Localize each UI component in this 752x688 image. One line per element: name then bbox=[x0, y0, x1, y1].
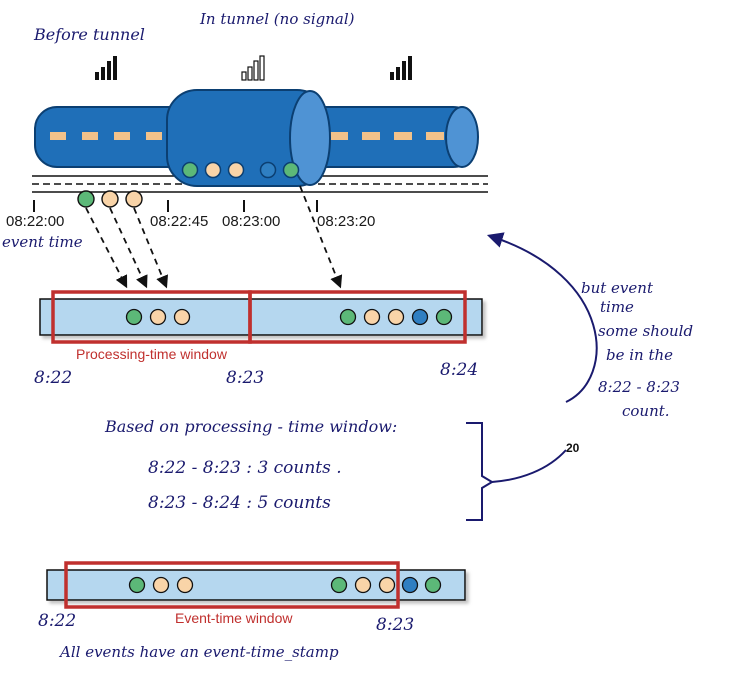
bracket-link bbox=[491, 449, 567, 483]
delivery-arrows bbox=[85, 185, 343, 289]
count-bracket bbox=[466, 422, 494, 521]
tunnel-middle bbox=[166, 89, 331, 187]
event-dot bbox=[101, 190, 119, 208]
window-end-label: 8:24 bbox=[440, 360, 478, 380]
window-mid-label: 8:23 bbox=[226, 368, 264, 388]
svg-text:time: time bbox=[600, 298, 634, 316]
event-dot bbox=[339, 308, 357, 326]
page-number: 20 bbox=[566, 441, 580, 455]
curved-note-arrow bbox=[486, 232, 598, 403]
event-dot bbox=[363, 308, 381, 326]
processing-window-label: Processing-time window bbox=[76, 346, 228, 362]
event-dot bbox=[125, 308, 143, 326]
event-dot bbox=[227, 161, 245, 179]
svg-text:but event: but event bbox=[581, 279, 654, 297]
event-dot bbox=[411, 308, 429, 326]
event-window-start-label: 8:22 bbox=[38, 611, 76, 631]
event-window-end-label: 8:23 bbox=[376, 615, 414, 635]
event-dot bbox=[435, 308, 453, 326]
svg-text:be in the: be in the bbox=[606, 346, 673, 364]
event-dot bbox=[125, 190, 143, 208]
event-dot bbox=[282, 161, 300, 179]
event-dot bbox=[204, 161, 222, 179]
count-summary: Based on processing - time window: 8:22 … bbox=[104, 417, 397, 513]
pre-tunnel-events bbox=[77, 190, 143, 208]
in-tunnel-note: In tunnel (no signal) bbox=[199, 10, 355, 28]
event-dot bbox=[354, 576, 372, 594]
svg-text:8:22 - 8:23: 8:22 - 8:23 bbox=[598, 378, 680, 396]
svg-text:some should: some should bbox=[598, 322, 693, 340]
event-dot bbox=[330, 576, 348, 594]
event-dot bbox=[173, 308, 191, 326]
processing-time-window bbox=[39, 290, 483, 344]
tunnel-right bbox=[299, 106, 479, 168]
event-dot bbox=[378, 576, 396, 594]
event-dot bbox=[259, 161, 277, 179]
all-events-note: All events have an event-time_stamp bbox=[58, 643, 339, 661]
event-window-label: Event-time window bbox=[175, 610, 293, 626]
svg-text:count.: count. bbox=[622, 402, 670, 420]
timeline-ticks bbox=[33, 200, 318, 212]
event-dot bbox=[401, 576, 419, 594]
event-dot bbox=[424, 576, 442, 594]
event-dot bbox=[149, 308, 167, 326]
tick-label: 08:22:45 bbox=[150, 213, 208, 230]
tick-label: 08:23:20 bbox=[317, 213, 375, 230]
svg-text:Based on processing - time win: Based on processing - time window: bbox=[104, 417, 397, 436]
event-dot bbox=[387, 308, 405, 326]
event-time-window bbox=[46, 561, 466, 609]
event-dot bbox=[181, 161, 199, 179]
before-tunnel-note: Before tunnel bbox=[33, 25, 145, 44]
svg-text:8:23 - 8:24 : 5 counts: 8:23 - 8:24 : 5 counts bbox=[148, 493, 331, 513]
signal-bars-icon bbox=[95, 56, 117, 80]
signal-bars-icon bbox=[390, 56, 412, 80]
tick-label: 08:23:00 bbox=[222, 213, 280, 230]
window-start-label: 8:22 bbox=[34, 368, 72, 388]
tick-label: 08:22:00 bbox=[6, 213, 64, 230]
event-time-note: event time bbox=[2, 233, 83, 251]
event-dot bbox=[152, 576, 170, 594]
event-dot bbox=[176, 576, 194, 594]
event-dot bbox=[77, 190, 95, 208]
svg-text:8:22 - 8:23 : 3 counts .: 8:22 - 8:23 : 3 counts . bbox=[148, 458, 342, 478]
event-time-remark: but event time some should be in the 8:2… bbox=[581, 279, 693, 420]
event-dot bbox=[128, 576, 146, 594]
no-signal-icon bbox=[241, 55, 265, 81]
